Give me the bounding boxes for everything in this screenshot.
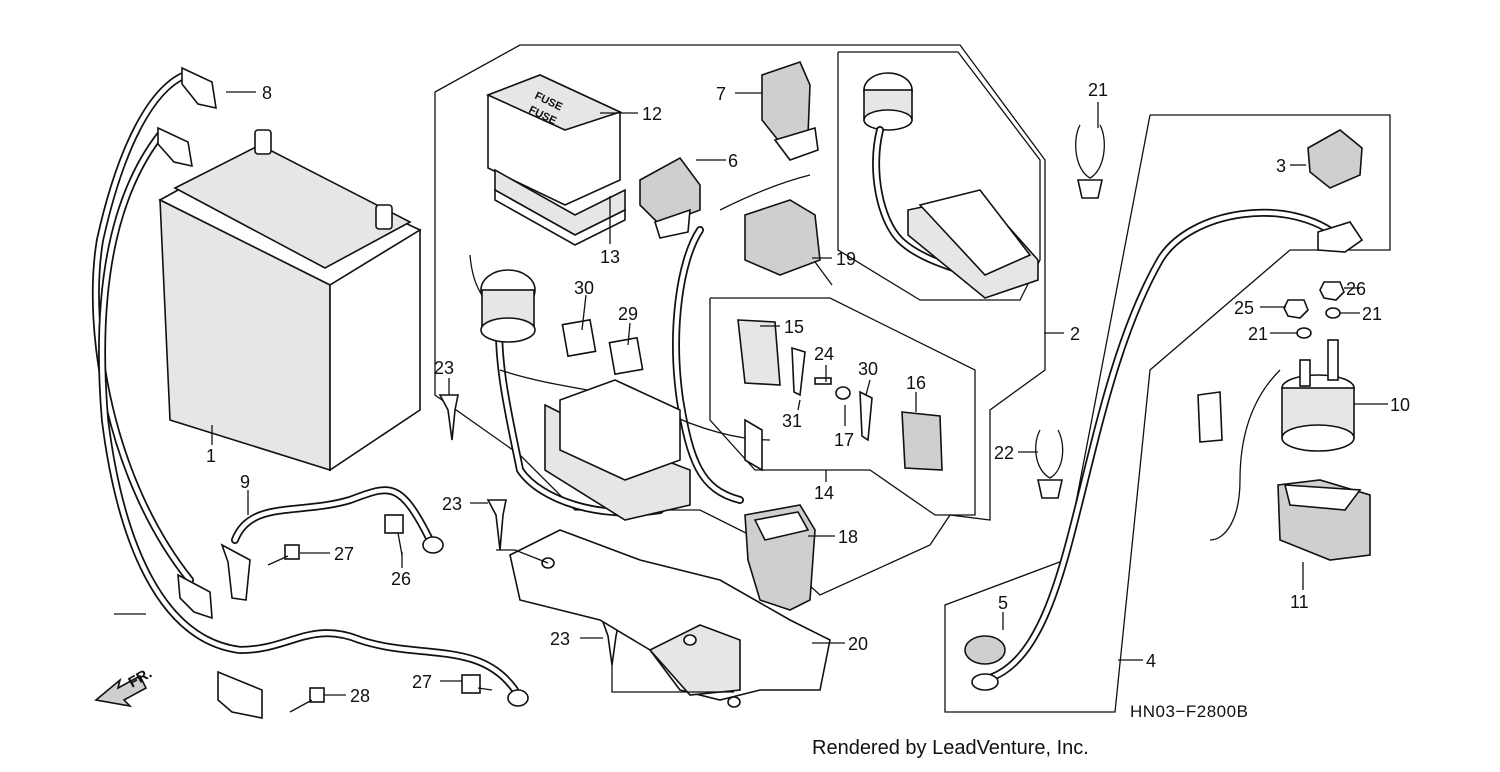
bracket-assembly (509, 504, 831, 708)
group-outlines (434, 44, 1391, 713)
callout-28: 29 (618, 304, 638, 324)
callout-27-a: 27 (334, 544, 354, 564)
callouts: 8 1 12 13 6 7 19 21 3 2 22 30 29 15 24 3… (206, 80, 1410, 706)
callout-11: 11 (1290, 592, 1309, 612)
callout-23-b: 23 (442, 494, 462, 514)
callout-30-bottom: 31 (782, 411, 802, 431)
callout-25-left: 25 (1234, 298, 1254, 318)
callout-14: 14 (814, 483, 834, 503)
callout-5: 5 (998, 593, 1008, 613)
callout-12: 12 (642, 104, 662, 124)
callout-19: 19 (836, 249, 856, 269)
relays (639, 61, 833, 286)
callout-20: 20 (848, 634, 868, 654)
callout-8: 8 (262, 83, 272, 103)
fuse-box: FUSE FUSE (485, 74, 626, 246)
callout-9: 9 (240, 472, 250, 492)
callout-27-b: 28 (350, 686, 370, 706)
callout-10: 10 (1390, 395, 1410, 415)
callout-26-a: 26 (391, 569, 411, 589)
front-direction-arrow: FR. (94, 665, 155, 708)
callout-15: 15 (784, 317, 804, 337)
callout-13: 13 (600, 247, 620, 267)
starter-solenoid (1197, 281, 1371, 561)
callout-18: 18 (838, 527, 858, 547)
arrow-icon (94, 674, 148, 708)
callout-22-top: 21 (1088, 80, 1108, 100)
callout-16: 16 (906, 373, 926, 393)
callout-23-a: 23 (434, 358, 454, 378)
callout-21-left: 21 (1248, 324, 1268, 344)
battery-cables (91, 66, 529, 719)
callout-6: 6 (728, 151, 738, 171)
starter-cable (964, 129, 1364, 691)
wire-clamps (1035, 124, 1105, 499)
main-harness (469, 174, 811, 521)
callout-4: 4 (1146, 651, 1156, 671)
callout-25-right: 26 (1346, 279, 1366, 299)
callout-23-c: 23 (550, 629, 570, 649)
bolts (267, 514, 493, 713)
callout-22-mid: 22 (994, 443, 1014, 463)
upper-harness (863, 72, 1039, 299)
callout-30-top: 30 (858, 359, 878, 379)
callout-24: 24 (814, 344, 834, 364)
drawing-code: HN03−F2800B (1130, 702, 1248, 721)
small-parts (737, 319, 943, 471)
callout-3: 3 (1276, 156, 1286, 176)
callout-29: 30 (574, 278, 594, 298)
credit-text: Rendered by LeadVenture, Inc. (812, 737, 1089, 759)
fuses (561, 318, 644, 376)
outline-group-14 (709, 297, 976, 516)
outline-group-4 (944, 114, 1391, 713)
leader-lines (114, 91, 1388, 696)
callout-21-right: 21 (1362, 304, 1382, 324)
callout-1: 1 (206, 446, 216, 466)
outline-group-2 (434, 44, 1046, 596)
callout-17: 17 (834, 430, 854, 450)
callout-26-b: 27 (412, 672, 432, 692)
battery (158, 129, 422, 472)
callout-7: 7 (716, 84, 726, 104)
callout-2: 2 (1070, 324, 1080, 344)
